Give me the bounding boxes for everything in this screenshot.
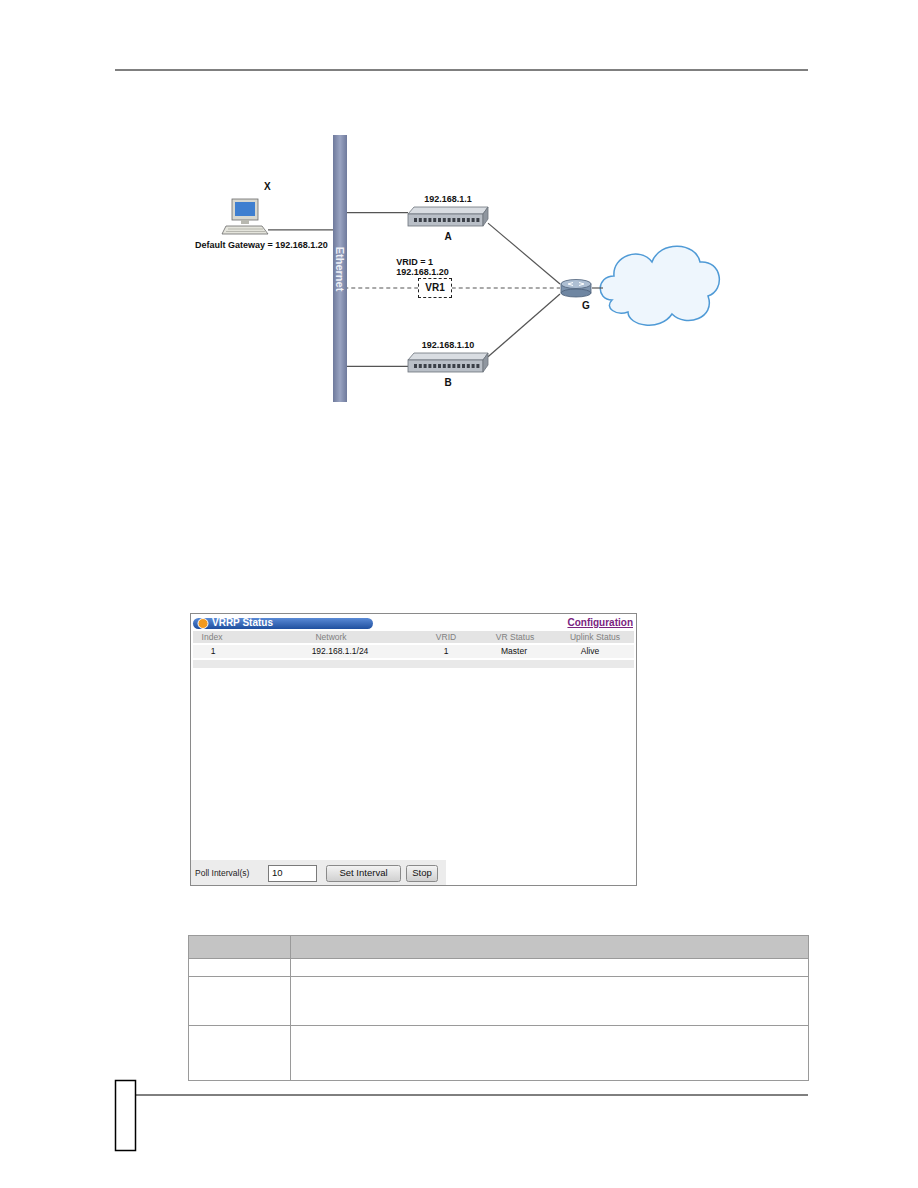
internet-cloud [600, 246, 719, 325]
header-rule [115, 70, 808, 71]
virtual-link [347, 287, 418, 288]
title-icon [198, 619, 208, 629]
virtual-router: VRID = 1 192.168.1.20VR1 [418, 278, 451, 298]
router-g: G [560, 278, 592, 298]
ethernet-bus: Ethernet [333, 135, 347, 402]
switch-a-icon [408, 207, 488, 226]
network-link [268, 229, 333, 230]
page-number-box [116, 1081, 136, 1151]
node-label: B [444, 377, 451, 389]
field-value: 10 [272, 867, 283, 878]
node-heading: 192.168.1.10 [422, 340, 475, 350]
switch-a: 192.168.1.1A [408, 207, 488, 226]
table-row [193, 645, 634, 658]
network-link [488, 223, 560, 284]
table-cell: 1 [211, 646, 216, 656]
field-label: Poll Interval(s) [195, 868, 249, 878]
set-interval-button [327, 866, 401, 882]
column-header: Network [315, 632, 346, 642]
node-label: G [582, 300, 590, 312]
node-heading: VRID = 1 192.168.1.20 [396, 257, 456, 278]
node-label: A [444, 231, 451, 243]
panel-title: VRRP Status [212, 617, 273, 629]
link: Configuration [567, 617, 633, 629]
table-cell: Alive [581, 646, 599, 656]
node-heading: 192.168.1.1 [424, 194, 472, 204]
uplink-wire [592, 287, 603, 288]
node-heading: X [264, 181, 271, 193]
column-header: Uplink Status [570, 632, 620, 642]
network-link [488, 294, 560, 357]
virtual-link [452, 287, 560, 288]
table-cell: 1 [444, 646, 449, 656]
column-header: VR Status [496, 632, 534, 642]
host-computer-icon [222, 198, 268, 236]
field-table-grid [188, 935, 809, 1081]
table-cell: Master [501, 646, 527, 656]
network-link [347, 212, 408, 213]
table-cell: 192.168.1.1/24 [312, 646, 369, 656]
interval-input [269, 866, 317, 882]
button-label: Set Interval [339, 867, 387, 878]
column-header: VRID [436, 632, 456, 642]
table-header-row [193, 631, 634, 643]
node-label: Ethernet [334, 246, 347, 291]
switch-b: 192.168.1.10B [408, 353, 488, 372]
field-table-header [188, 935, 808, 958]
node-label: VR1 [425, 282, 444, 294]
footer-rule [135, 1095, 808, 1096]
table-footer-strip [193, 660, 634, 668]
network-link [347, 366, 408, 367]
column-header: Index [202, 632, 223, 642]
title-bar [193, 618, 373, 629]
router-g-icon [560, 278, 592, 298]
switch-b-icon [408, 353, 488, 372]
host-computer: XDefault Gateway = 192.168.1.20 [222, 198, 268, 236]
screenshot-frame [191, 614, 637, 886]
button-label: Stop [412, 867, 432, 878]
stop-button [407, 866, 438, 882]
poll-panel [191, 860, 446, 885]
node-label: Default Gateway = 192.168.1.20 [195, 240, 328, 250]
